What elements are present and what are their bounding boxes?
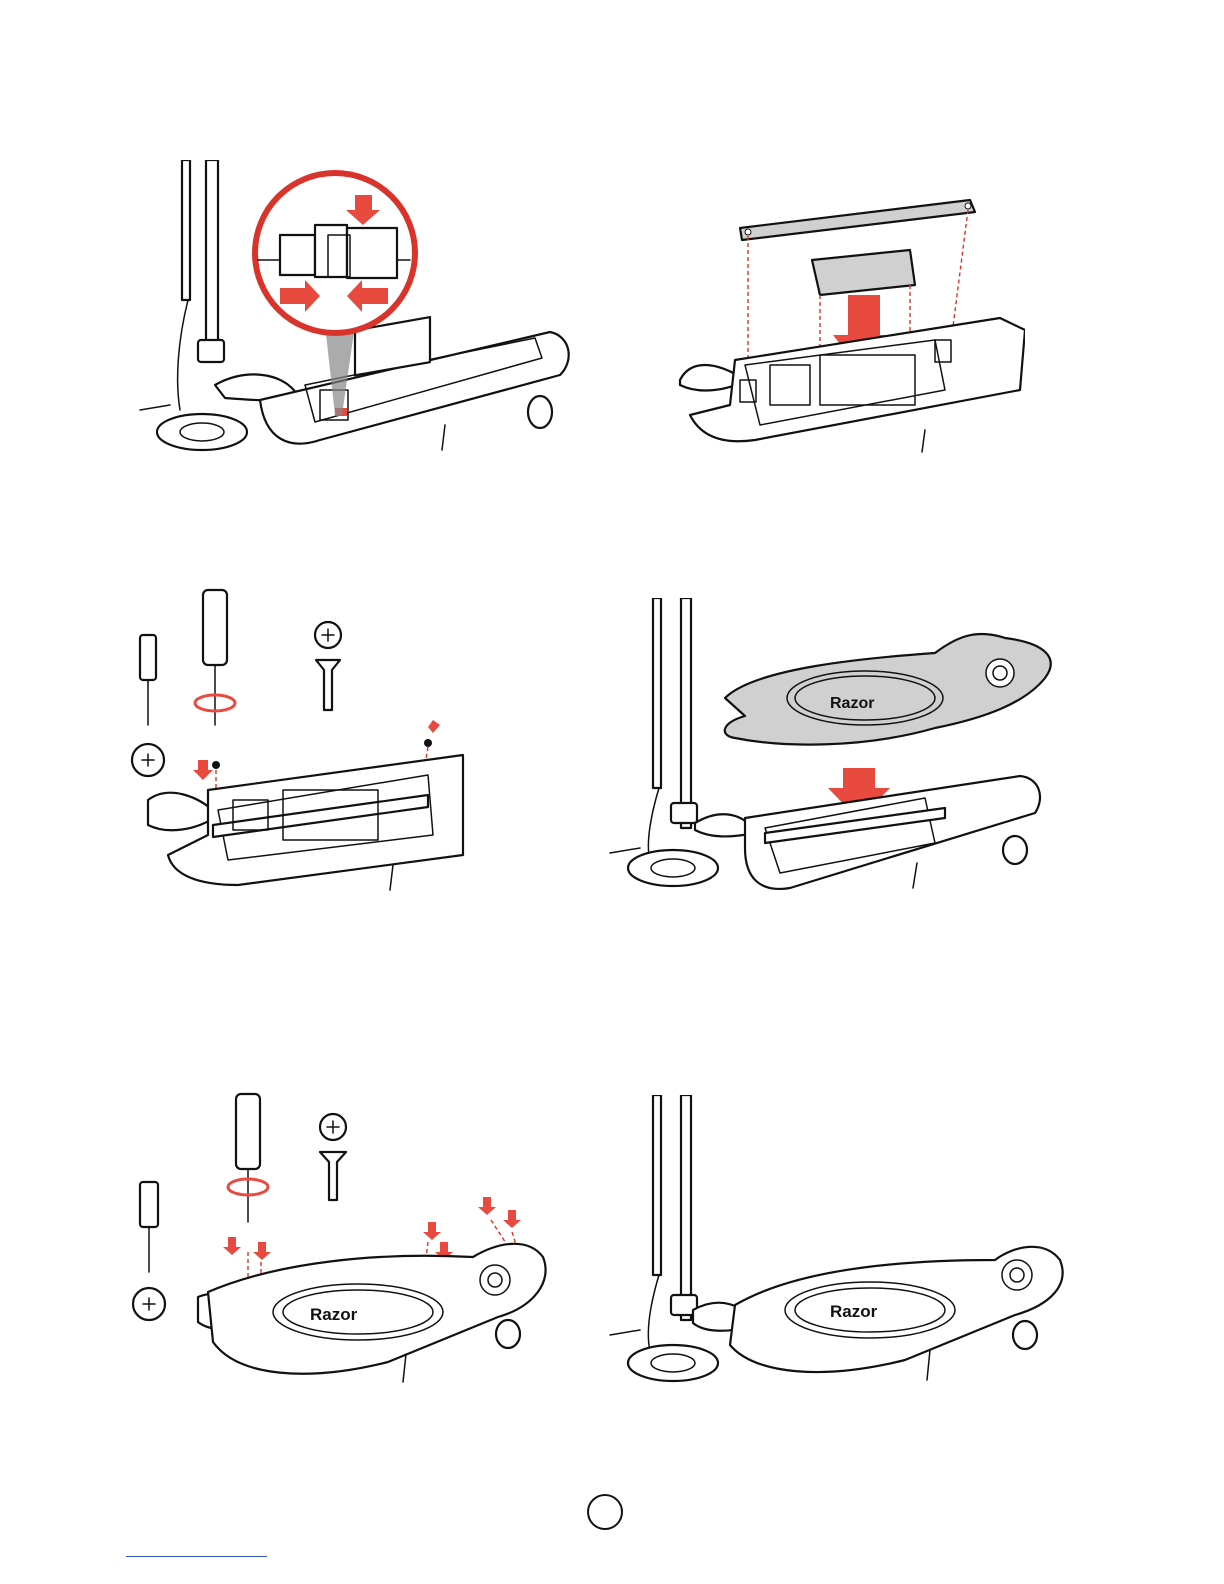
deck-logo-text: Razor [310,1305,358,1324]
deck-logo-text: Razor [830,1302,878,1321]
install-battery-and-strap-icon [670,190,1025,460]
page-number-circle [587,1494,623,1530]
illustration-step1 [130,160,590,460]
illustration-step3 [128,585,468,895]
screw-in-strap-icon [128,585,468,895]
illustration-step6: Razor [605,1095,1070,1385]
place-deck-plate-icon: Razor [605,598,1060,893]
illustration-step2 [670,190,1025,460]
illustration-step5: Razor [128,1092,553,1387]
screw-in-deck-plate-icon: Razor [128,1092,553,1387]
illustration-step4: Razor [605,598,1060,893]
connector-push-together-icon [130,160,590,460]
deck-logo-text: Razor [830,695,874,712]
footer-rule [126,1556,267,1557]
assembled-scooter-icon: Razor [605,1095,1070,1385]
